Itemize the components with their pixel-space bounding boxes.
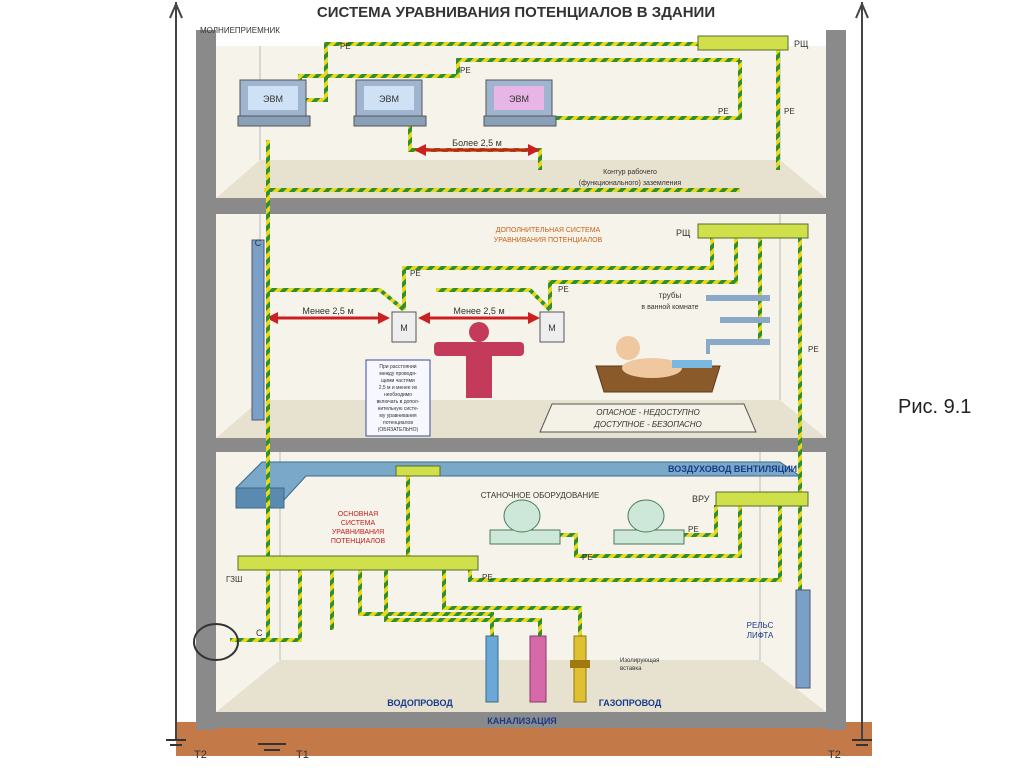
- cable-entry: [193, 623, 239, 661]
- computer-3: ЭВМ: [483, 79, 557, 127]
- sewer-label: КАНАЛИЗАЦИЯ: [487, 716, 557, 726]
- distance-arrow-more: Более 2,5 м: [414, 138, 540, 156]
- t1-label: Т1: [296, 749, 309, 761]
- sewer-pipe: [529, 635, 547, 703]
- additional-system-label: УРАВНИВАНИЯ ПОТЕНЦИАЛОВ: [494, 237, 603, 244]
- rsch-busbar-floor2: [697, 223, 809, 239]
- pe-label: PE: [688, 525, 699, 534]
- ground-electrode-icon: [166, 739, 872, 751]
- insulating-label: Изолирующая: [620, 658, 659, 664]
- pe-label: PE: [340, 42, 351, 51]
- elevator-label: РЕЛЬС: [747, 621, 774, 630]
- machine-equipment-label: СТАНОЧНОЕ ОБОРУДОВАНИЕ: [481, 491, 600, 500]
- device-m-left: М: [391, 311, 417, 343]
- vru-label: ВРУ: [692, 494, 710, 504]
- person-figure: [434, 322, 524, 398]
- t2-left-label: Т2: [194, 749, 207, 761]
- distance-label-less: Менее 2,5 м: [302, 306, 353, 316]
- figure-caption: Рис. 9.1: [898, 396, 972, 418]
- sign-line: ОПАСНОЕ - НЕДОСТУПНО: [596, 408, 699, 417]
- main-system-label: ОСНОВНАЯ: [338, 511, 378, 518]
- diagram-title: СИСТЕМА УРАВНИВАНИЯ ПОТЕНЦИАЛОВ В ЗДАНИИ: [317, 4, 715, 21]
- building-frame: [196, 30, 846, 730]
- gas-pipe: [570, 635, 590, 703]
- pe-label: PE: [784, 107, 795, 116]
- pe-wires-floor2: [266, 230, 802, 470]
- pe-label: PE: [582, 553, 593, 562]
- t2-right-label: Т2: [828, 749, 841, 761]
- water-pipe: [485, 635, 499, 703]
- device-label: М: [548, 323, 556, 333]
- pe-label: PE: [558, 285, 569, 294]
- conductor-label: С: [256, 628, 263, 638]
- device-label: М: [400, 323, 408, 333]
- main-system-label: УРАВНИВАНИЯ: [332, 529, 384, 536]
- contour-label: (функционального) заземления: [579, 180, 682, 187]
- conductor-column-c: [251, 239, 265, 421]
- computer-2: ЭВМ: [353, 79, 427, 127]
- lightning-rod-icon: [169, 2, 869, 740]
- warning-sign: ОПАСНОЕ - НЕДОСТУПНО ДОСТУПНОЕ - БЕЗОПАС…: [539, 403, 757, 433]
- sign-line: ДОСТУПНОЕ - БЕЗОПАСНО: [593, 420, 701, 429]
- duct-label: ВОЗДУХОВОД ВЕНТИЛЯЦИИ: [668, 464, 797, 474]
- machine-1: [489, 499, 561, 545]
- note-line: включать в допол-: [377, 399, 420, 405]
- rsch-label-floor3: РЩ: [794, 39, 809, 49]
- note-line: нительную систе-: [378, 406, 419, 412]
- pe-label: PE: [808, 345, 819, 354]
- computer-label: ЭВМ: [379, 94, 399, 104]
- vru-panel: [715, 491, 809, 507]
- contour-label: Контур рабочего: [603, 168, 657, 176]
- pipes-label: трубы: [659, 291, 682, 300]
- note-line: му уравнивания: [379, 413, 417, 419]
- note-line: потенциалов: [383, 420, 413, 426]
- elevator-label: ЛИФТА: [747, 631, 774, 640]
- main-system-label: ПОТЕНЦИАЛОВ: [331, 538, 386, 545]
- machine-2: [613, 499, 685, 545]
- distance-arrow-less-right: Менее 2,5 м: [418, 306, 540, 324]
- note-line: щими частями: [381, 378, 415, 384]
- gzsh-label: ГЗШ: [226, 575, 242, 584]
- ventilation-duct: ВОЗДУХОВОД ВЕНТИЛЯЦИИ: [235, 461, 802, 509]
- duct-clamp: [395, 465, 441, 477]
- note-line: необходимо: [384, 392, 412, 398]
- computer-label: ЭВМ: [263, 94, 283, 104]
- rsch-busbar-floor3: [697, 35, 789, 51]
- note-line: При расстоянии: [379, 364, 416, 370]
- pe-label: PE: [718, 107, 729, 116]
- pe-label: PE: [482, 573, 493, 582]
- note-line: между проводя-: [379, 371, 416, 377]
- additional-system-label: ДОПОЛНИТЕЛЬНАЯ СИСТЕМА: [496, 227, 601, 234]
- pe-label: PE: [460, 66, 471, 75]
- note-line: (ОБЯЗАТЕЛЬНО): [378, 427, 419, 433]
- water-label: ВОДОПРОВОД: [387, 698, 453, 708]
- conductor-label: С: [255, 238, 262, 248]
- note-line: 2,5 м и менее их: [379, 385, 418, 391]
- lightning-rod-label: МОЛНИЕПРИЕМНИК: [200, 26, 280, 35]
- bathroom-pipes: трубы в ванной комнате: [641, 291, 770, 354]
- pipes-label: в ванной комнате: [641, 303, 698, 311]
- distance-label-more: Более 2,5 м: [452, 138, 502, 148]
- device-m-right: М: [539, 311, 565, 343]
- bathtub-with-person: [595, 336, 721, 393]
- distance-arrow-less-left: Менее 2,5 м: [266, 306, 390, 324]
- main-system-label: СИСТЕМА: [341, 520, 376, 527]
- computer-1: ЭВМ: [237, 79, 311, 127]
- main-grounding-bus: [237, 555, 479, 571]
- rsch-label-floor2: РЩ: [676, 228, 691, 238]
- elevator-rail: [795, 589, 811, 689]
- insulating-label: вставка: [620, 666, 642, 672]
- note-box: При расстоянии между проводя- щими частя…: [365, 359, 431, 437]
- distance-label-less: Менее 2,5 м: [453, 306, 504, 316]
- rooms: [216, 46, 826, 712]
- computer-label: ЭВМ: [509, 94, 529, 104]
- gas-label: ГАЗОПРОВОД: [599, 698, 662, 708]
- pe-label: PE: [410, 269, 421, 278]
- pe-wires-floor1: [230, 230, 802, 642]
